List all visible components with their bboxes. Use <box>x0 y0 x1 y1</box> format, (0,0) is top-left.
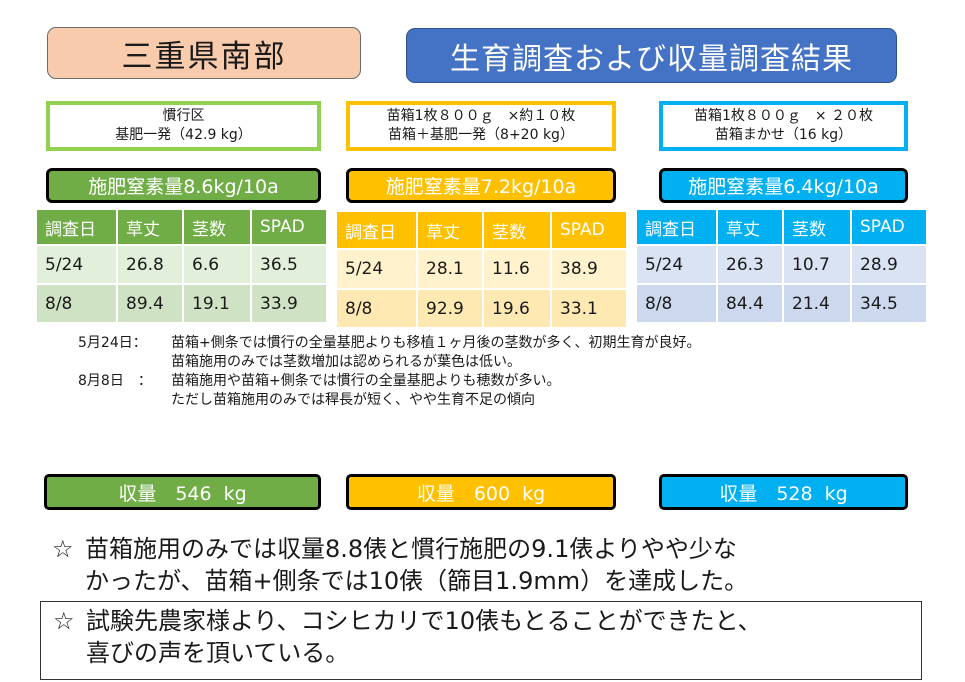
table-cell: 33.1 <box>551 289 628 329</box>
table-cell: 89.4 <box>117 284 184 324</box>
table-cell: 34.5 <box>851 284 928 324</box>
conclusion-line: ☆ 苗箱施用のみでは収量8.8俵と慣行施肥の9.1俵よりやや少な <box>52 533 922 565</box>
column-header: 茎数 <box>783 210 852 246</box>
table-cell: 36.5 <box>251 245 328 285</box>
table-cell: 26.8 <box>117 245 184 285</box>
conclusion-text: 試験先農家様より、コシヒカリで10俵もとることができたと、 <box>86 607 762 635</box>
note-line: 苗箱施用や苗箱+側条では慣行の全量基肥よりも穂数が多い。 <box>171 373 561 389</box>
conclusion-yield-result: ☆ 苗箱施用のみでは収量8.8俵と慣行施肥の9.1俵よりやや少な かったが、苗箱+… <box>52 533 922 597</box>
table-row: 8/8 89.4 19.1 33.9 <box>37 284 328 324</box>
table-row: 5/24 28.1 11.6 38.9 <box>337 249 628 290</box>
observation-notes: 5月24日： 苗箱+側条では慣行の全量基肥よりも移植１ヶ月後の茎数が多く、初期生… <box>78 334 898 410</box>
column-header: 草丈 <box>117 210 184 246</box>
conclusion-line: かったが、苗箱+側条では10俵（篩目1.9mm）を達成した。 <box>85 567 749 595</box>
table-cell: 5/24 <box>637 245 718 285</box>
yield-label-nursery-plus-basal: 収量 600 kg <box>346 474 616 510</box>
table-header-row: 調査日 草丈 茎数 SPAD <box>637 210 928 246</box>
table-cell: 92.9 <box>417 289 484 329</box>
star-icon: ☆ <box>53 607 75 635</box>
note-line: ただし苗箱施用のみでは稈長が短く、やや生育不足の傾向 <box>171 392 535 408</box>
nitrogen-label-conventional: 施肥窒素量8.6kg/10a <box>46 168 321 203</box>
region-label: 三重県南部 <box>47 27 361 79</box>
yield-label-conventional: 収量 546 kg <box>44 474 321 510</box>
table-cell: 38.9 <box>551 249 628 290</box>
note-text: 苗箱施用や苗箱+側条では慣行の全量基肥よりも穂数が多い。 ただし苗箱施用のみでは… <box>171 372 898 410</box>
note-text: 苗箱+側条では慣行の全量基肥よりも移植１ヶ月後の茎数が多く、初期生育が良好。 苗… <box>171 334 898 372</box>
column-header: 草丈 <box>417 212 484 250</box>
table-row: 8/8 84.4 21.4 34.5 <box>637 284 928 324</box>
treatment-box-nursery-plus-basal: 苗箱1枚８００ｇ ×約１０枚 苗箱＋基肥一発（8+20 kg） <box>346 101 616 151</box>
table-cell: 11.6 <box>483 249 552 290</box>
table-row: 5/24 26.3 10.7 28.9 <box>637 245 928 285</box>
table-cell: 10.7 <box>783 245 852 285</box>
star-icon: ☆ <box>52 535 74 563</box>
column-header: 調査日 <box>37 210 118 246</box>
column-header: SPAD <box>251 210 328 246</box>
table-cell: 19.1 <box>183 284 252 324</box>
treatment-line-1: 慣行区 <box>162 108 205 124</box>
note-date-label: 8月8日 ： <box>78 373 152 389</box>
treatment-box-nursery-only: 苗箱1枚８００ｇ × ２０枚 苗箱まかせ（16 kg） <box>659 101 908 151</box>
treatment-line-1: 苗箱1枚８００ｇ ×約１０枚 <box>386 108 576 124</box>
treatment-line-2: 基肥一発（42.9 kg） <box>115 127 252 143</box>
conclusion-line: ☆ 試験先農家様より、コシヒカリで10俵もとることができたと、 <box>53 605 909 637</box>
nitrogen-label-nursery-plus-basal: 施肥窒素量7.2kg/10a <box>346 168 616 203</box>
table-header-row: 調査日 草丈 茎数 SPAD <box>37 210 328 246</box>
table-cell: 33.9 <box>251 284 328 324</box>
table-cell: 8/8 <box>637 284 718 324</box>
treatment-line-1: 苗箱1枚８００ｇ × ２０枚 <box>693 108 874 124</box>
note-line: 苗箱+側条では慣行の全量基肥よりも移植１ヶ月後の茎数が多く、初期生育が良好。 <box>171 335 701 351</box>
table-cell: 8/8 <box>337 289 418 329</box>
table-cell: 28.9 <box>851 245 928 285</box>
table-cell: 6.6 <box>183 245 252 285</box>
table-cell: 5/24 <box>337 249 418 290</box>
note-may24: 5月24日： 苗箱+側条では慣行の全量基肥よりも移植１ヶ月後の茎数が多く、初期生… <box>78 334 898 372</box>
column-header: 茎数 <box>483 212 552 250</box>
growth-table-nursery-only: 調査日 草丈 茎数 SPAD 5/24 26.3 10.7 28.9 8/8 8… <box>637 210 928 324</box>
column-header: 調査日 <box>337 212 418 250</box>
column-header: 調査日 <box>637 210 718 246</box>
treatment-line-2: 苗箱＋基肥一発（8+20 kg） <box>388 127 574 143</box>
note-aug8: 8月8日 ： 苗箱施用や苗箱+側条では慣行の全量基肥よりも穂数が多い。 ただし苗… <box>78 372 898 410</box>
treatment-box-conventional: 慣行区 基肥一発（42.9 kg） <box>46 101 321 151</box>
page-title: 生育調査および収量調査結果 <box>406 28 897 83</box>
column-header: SPAD <box>851 210 928 246</box>
note-date-label: 5月24日： <box>78 335 147 351</box>
conclusion-text: 苗箱施用のみでは収量8.8俵と慣行施肥の9.1俵よりやや少な <box>85 535 737 563</box>
table-cell: 84.4 <box>717 284 784 324</box>
treatment-line-2: 苗箱まかせ（16 kg） <box>714 127 853 143</box>
table-cell: 19.6 <box>483 289 552 329</box>
column-header: 茎数 <box>183 210 252 246</box>
table-row: 8/8 92.9 19.6 33.1 <box>337 289 628 329</box>
conclusion-line: 喜びの声を頂いている。 <box>86 639 350 667</box>
table-cell: 21.4 <box>783 284 852 324</box>
table-row: 5/24 26.8 6.6 36.5 <box>37 245 328 285</box>
table-cell: 8/8 <box>37 284 118 324</box>
conclusion-farmer-feedback: ☆ 試験先農家様より、コシヒカリで10俵もとることができたと、 喜びの声を頂いてい… <box>40 601 922 680</box>
column-header: 草丈 <box>717 210 784 246</box>
growth-table-nursery-plus-basal: 調査日 草丈 茎数 SPAD 5/24 28.1 11.6 38.9 8/8 9… <box>337 212 628 329</box>
table-cell: 5/24 <box>37 245 118 285</box>
note-line: 苗箱施用のみでは茎数増加は認められるが葉色は低い。 <box>171 354 521 370</box>
yield-label-nursery-only: 収量 528 kg <box>659 474 908 510</box>
table-cell: 28.1 <box>417 249 484 290</box>
column-header: SPAD <box>551 212 628 250</box>
table-cell: 26.3 <box>717 245 784 285</box>
nitrogen-label-nursery-only: 施肥窒素量6.4kg/10a <box>659 168 908 203</box>
table-header-row: 調査日 草丈 茎数 SPAD <box>337 212 628 250</box>
growth-table-conventional: 調査日 草丈 茎数 SPAD 5/24 26.8 6.6 36.5 8/8 89… <box>37 210 328 324</box>
